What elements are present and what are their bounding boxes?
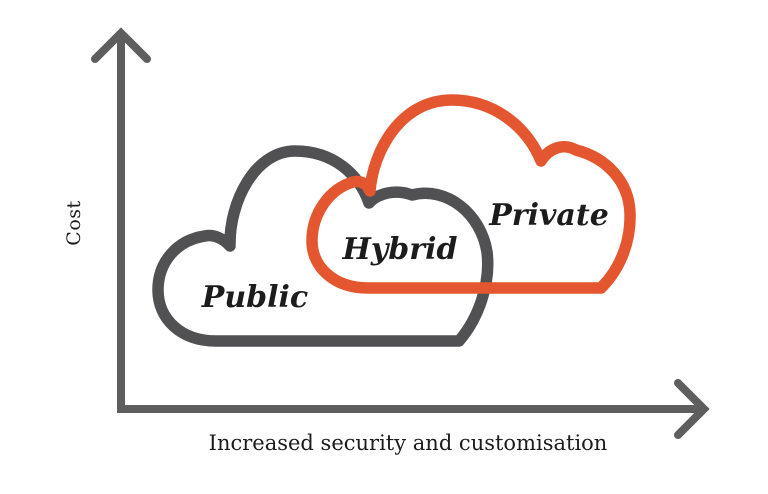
private-cloud-label: Private (488, 198, 609, 233)
private-cloud-outline (306, 94, 636, 294)
x-axis-arrowhead-icon (674, 379, 710, 439)
x-axis-label: Increased security and customisation (209, 431, 608, 455)
hybrid-overlap-label: Hybrid (342, 232, 458, 267)
axis-lines (117, 32, 703, 413)
public-cloud-outline (152, 145, 494, 347)
y-axis-label: Cost (63, 200, 85, 245)
y-axis-arrowhead-icon (91, 27, 151, 63)
public-cloud-label: Public (201, 280, 308, 315)
axes (91, 27, 710, 439)
